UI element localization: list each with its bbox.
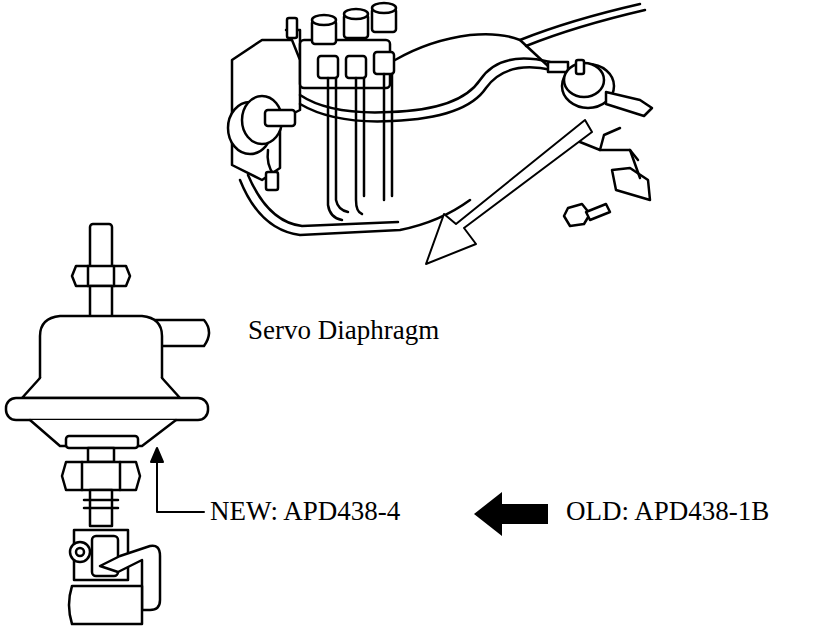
leader-line [151, 448, 204, 512]
valve-assembly [228, 3, 652, 264]
servo-diaphragm-drawing [6, 224, 209, 624]
part-label: Servo Diaphragm [246, 316, 441, 346]
replacement-arrow [474, 492, 548, 536]
part-label: OLD: APD438-1B [564, 497, 771, 527]
part-label: NEW: APD438-4 [208, 497, 402, 527]
